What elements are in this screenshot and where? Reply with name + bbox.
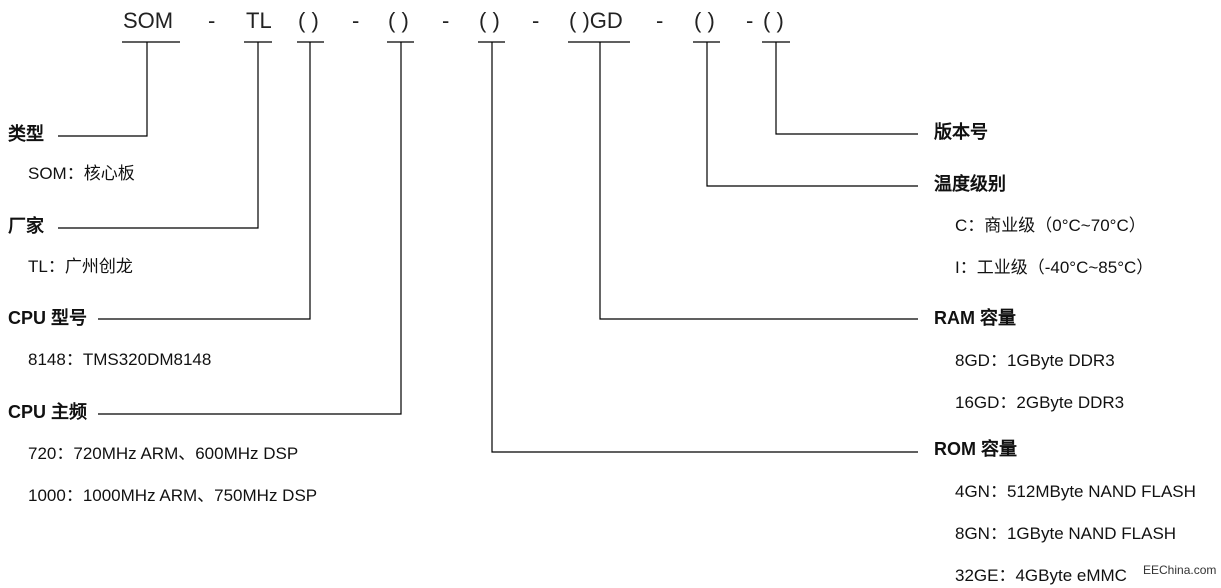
label-temp: 温度级别 (934, 174, 1006, 194)
code-dash: - (656, 8, 664, 33)
rom-item: 8GN：1GByte NAND FLASH (955, 524, 1177, 543)
ram-item: 8GD：1GByte DDR3 (955, 351, 1115, 370)
cpu-model-item: 8148：TMS320DM8148 (28, 350, 212, 369)
code-dash: - (532, 8, 540, 33)
code-dash: - (442, 8, 450, 33)
cpu-freq-item: 1000：1000MHz ARM、750MHz DSP (28, 486, 318, 505)
connector-cpu-model (98, 42, 311, 320)
cpu-freq-item: 720：720MHz ARM、600MHz DSP (28, 444, 299, 463)
label-type: 类型 (8, 124, 44, 144)
type-item: SOM：核心板 (28, 164, 135, 183)
code-seg-cpu-model: ( ) (298, 8, 319, 33)
rom-item: 32GE：4GByte eMMC (955, 566, 1127, 585)
code-seg-rom: ( ) (479, 8, 500, 33)
code-seg-temp: ( ) (694, 8, 715, 33)
code-seg-ram: ( )GD (569, 8, 623, 33)
code-seg-version: ( ) (763, 8, 784, 33)
code-dash: - (352, 8, 360, 33)
code-seg-som: SOM (123, 8, 174, 33)
watermark: EEChina.com (1143, 563, 1217, 577)
connector-type (58, 42, 148, 137)
connector-ram (599, 42, 918, 320)
connector-temp (706, 42, 918, 187)
label-cpu-freq: CPU 主频 (8, 402, 88, 422)
vendor-item: TL：广州创龙 (28, 257, 133, 276)
connector-version (775, 42, 918, 135)
code-seg-cpu-freq: ( ) (388, 8, 409, 33)
code-dash: - (208, 8, 216, 33)
connector-rom (491, 42, 918, 453)
label-rom: ROM 容量 (934, 439, 1017, 459)
temp-item: C：商业级（0°C~70°C） (955, 216, 1146, 235)
ram-item: 16GD：2GByte DDR3 (955, 393, 1125, 412)
temp-item: I：工业级（-40°C~85°C） (955, 258, 1154, 277)
label-cpu-model: CPU 型号 (8, 308, 88, 328)
connector-vendor (58, 42, 259, 229)
label-vendor: 厂家 (8, 216, 44, 236)
label-version: 版本号 (934, 122, 988, 142)
code-seg-tl: TL (246, 8, 272, 33)
code-dash: - (746, 8, 754, 33)
label-ram: RAM 容量 (934, 308, 1016, 328)
connector-cpu-freq (98, 42, 402, 415)
rom-item: 4GN：512MByte NAND FLASH (955, 482, 1196, 501)
